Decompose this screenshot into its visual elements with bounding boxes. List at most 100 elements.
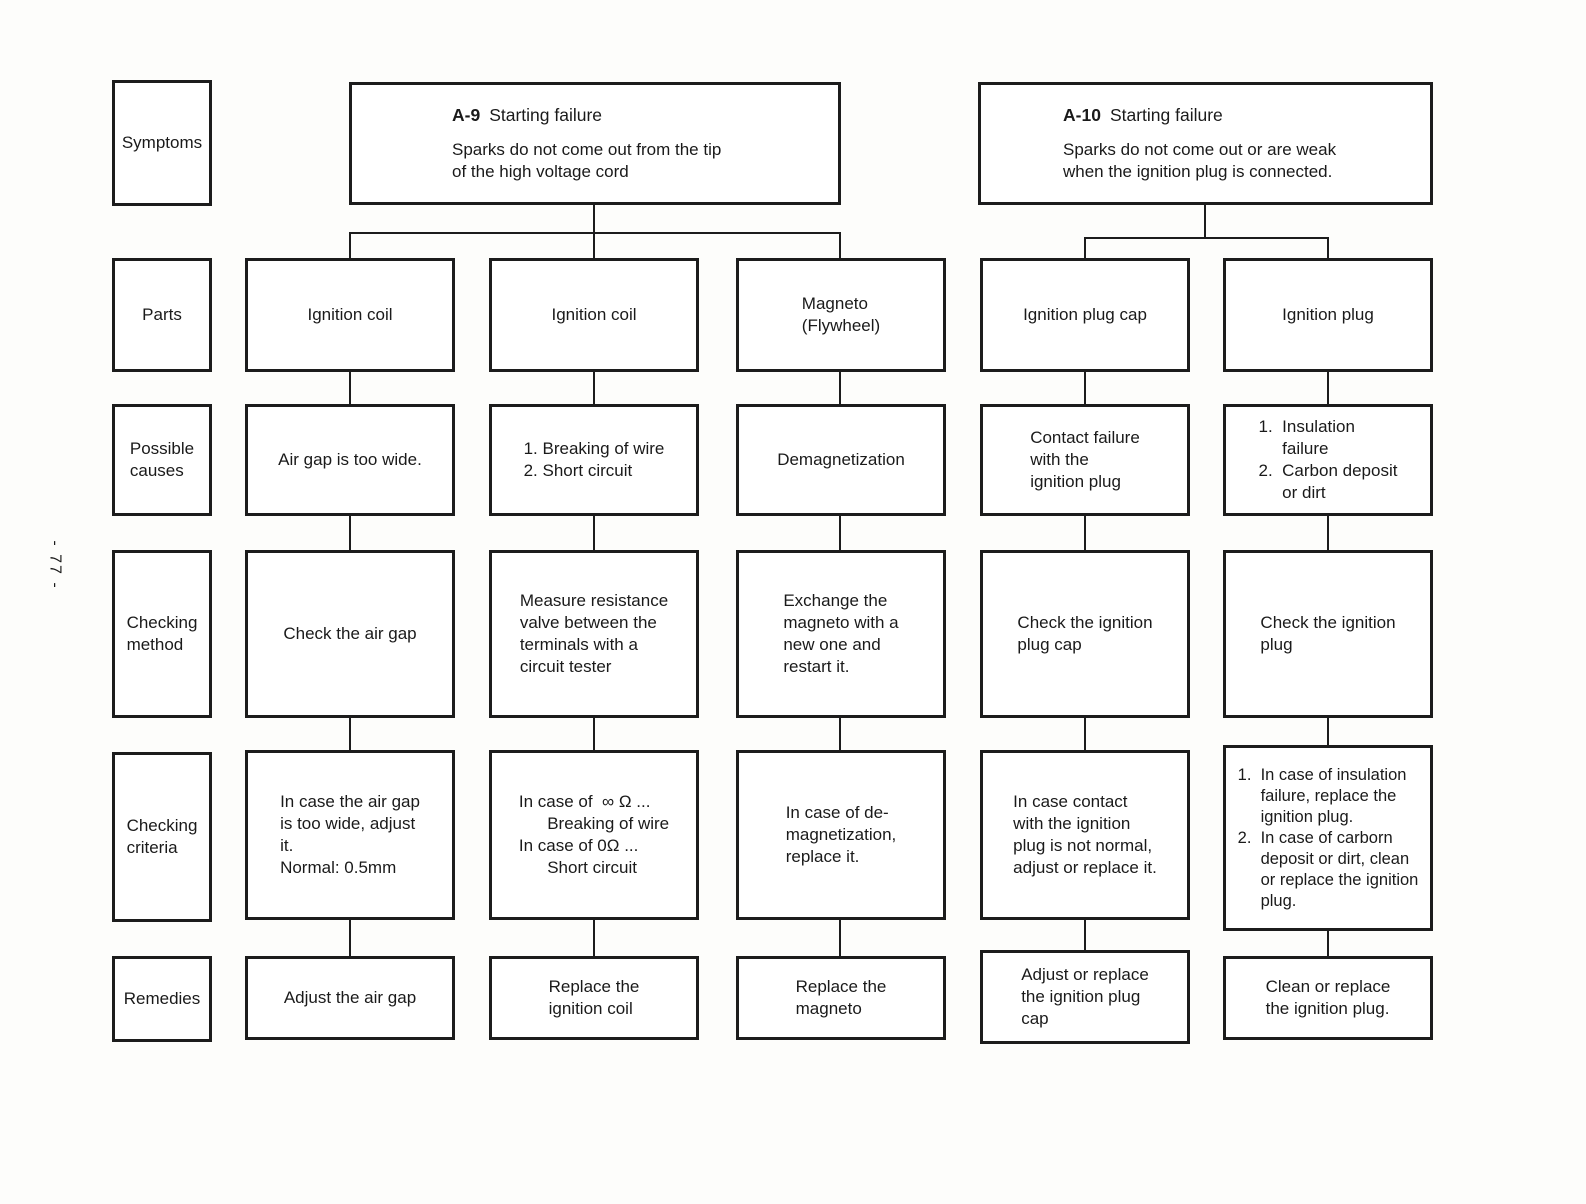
criteria-box-col5: 1. In case of insulation failure, replac… [1223,745,1433,931]
remedy-col3-text: Replace the magneto [795,977,887,1018]
connector-line [839,232,841,258]
cause-col5-text: 1. Insulation failure 2. Carbon deposit … [1258,417,1398,502]
connector-line [1327,516,1329,550]
part-col4-text: Ignition plug cap [1023,305,1147,324]
cause-box-col1: Air gap is too wide. [245,404,455,516]
connector-line [349,516,351,550]
connector-line [349,372,351,404]
remedy-box-col3: Replace the magneto [736,956,946,1040]
connector-line [593,718,595,750]
part-col3-text: Magneto (Flywheel) [801,294,881,335]
connector-line [839,920,841,956]
cause-col4-text: Contact failure with the ignition plug [1030,428,1140,491]
connector-line [1084,516,1086,550]
criteria-col1-text: In case the air gap is too wide, adjust … [280,792,420,877]
method-col4-text: Check the ignition plug cap [1017,613,1153,654]
symptom-a9-title-text: Starting failure [489,105,603,125]
part-box-col4: Ignition plug cap [980,258,1190,372]
part-box-col1: Ignition coil [245,258,455,372]
row-label-checking-criteria-text: Checking criteria [126,816,198,857]
method-col1-text: Check the air gap [283,624,417,643]
symptom-header-a10-content: A-10 Starting failure Sparks do not come … [981,104,1348,183]
criteria-col4-text: In case contact with the ignition plug i… [1013,792,1157,877]
row-label-remedies: Remedies [112,956,212,1042]
method-col2-text: Measure resistance valve between the ter… [519,591,669,676]
symptom-a10-title-text: Starting failure [1109,105,1223,125]
row-label-checking-method-text: Checking method [126,613,198,654]
cause-box-col3: Demagnetization [736,404,946,516]
symptom-a10-description: Sparks do not come out or are weak when … [1063,140,1337,181]
connector-line [1327,372,1329,404]
connector-line [1084,718,1086,750]
row-label-checking-method: Checking method [112,550,212,718]
criteria-col5-text: 1. In case of insulation failure, replac… [1237,765,1419,910]
connector-line [1084,237,1086,258]
row-label-parts-text: Parts [142,305,182,324]
remedy-box-col5: Clean or replace the ignition plug. [1223,956,1433,1040]
part-box-col2: Ignition coil [489,258,699,372]
connector-line [349,232,841,234]
method-box-col4: Check the ignition plug cap [980,550,1190,718]
row-label-parts: Parts [112,258,212,372]
row-label-possible-causes: Possible causes [112,404,212,516]
connector-line [349,920,351,956]
row-label-symptoms-text: Symptoms [121,133,203,152]
connector-line [593,920,595,956]
remedy-col2-text: Replace the ignition coil [548,977,640,1018]
symptom-a10-title: A-10 Starting failure [1063,104,1336,126]
criteria-box-col2: In case of ∞ Ω ... Breaking of wire In c… [489,750,699,920]
method-box-col1: Check the air gap [245,550,455,718]
cause-col2-text: 1. Breaking of wire 2. Short circuit [523,439,665,480]
remedy-box-col1: Adjust the air gap [245,956,455,1040]
connector-line [839,718,841,750]
row-label-checking-criteria: Checking criteria [112,752,212,922]
connector-line [349,718,351,750]
part-col2-text: Ignition coil [551,305,637,324]
method-col3-text: Exchange the magneto with a new one and … [783,591,899,676]
connector-line [1327,718,1329,745]
connector-line [349,232,351,258]
connector-line [1084,237,1329,239]
part-col5-text: Ignition plug [1282,305,1374,324]
connector-line [593,205,595,258]
symptom-header-a10: A-10 Starting failure Sparks do not come … [978,82,1433,205]
connector-line [1327,931,1329,956]
symptom-a9-description: Sparks do not come out from the tip of t… [452,140,722,181]
connector-line [1327,237,1329,258]
connector-line [593,516,595,550]
page-number: - 77 - [46,540,64,590]
method-box-col2: Measure resistance valve between the ter… [489,550,699,718]
connector-line [1084,920,1086,950]
symptom-a10-code: A-10 [1063,105,1101,125]
remedy-col5-text: Clean or replace the ignition plug. [1265,977,1391,1018]
cause-box-col5: 1. Insulation failure 2. Carbon deposit … [1223,404,1433,516]
row-label-remedies-text: Remedies [123,989,201,1008]
remedy-col1-text: Adjust the air gap [283,988,417,1007]
part-box-col3: Magneto (Flywheel) [736,258,946,372]
cause-col1-text: Air gap is too wide. [278,450,422,469]
part-box-col5: Ignition plug [1223,258,1433,372]
remedy-col4-text: Adjust or replace the ignition plug cap [1021,965,1149,1028]
connector-line [593,372,595,404]
method-col5-text: Check the ignition plug [1260,613,1396,654]
connector-line [839,516,841,550]
connector-line [1084,372,1086,404]
remedy-box-col4: Adjust or replace the ignition plug cap [980,950,1190,1044]
part-col1-text: Ignition coil [307,305,393,324]
connector-line [1204,205,1206,239]
criteria-col2-text: In case of ∞ Ω ... Breaking of wire In c… [518,792,670,877]
cause-box-col2: 1. Breaking of wire 2. Short circuit [489,404,699,516]
criteria-box-col1: In case the air gap is too wide, adjust … [245,750,455,920]
remedy-box-col2: Replace the ignition coil [489,956,699,1040]
cause-col3-text: Demagnetization [777,450,905,469]
criteria-col3-text: In case of de- magnetization, replace it… [785,803,897,866]
criteria-box-col4: In case contact with the ignition plug i… [980,750,1190,920]
cause-box-col4: Contact failure with the ignition plug [980,404,1190,516]
criteria-box-col3: In case of de- magnetization, replace it… [736,750,946,920]
row-label-possible-causes-text: Possible causes [129,439,195,480]
connector-line [839,372,841,404]
